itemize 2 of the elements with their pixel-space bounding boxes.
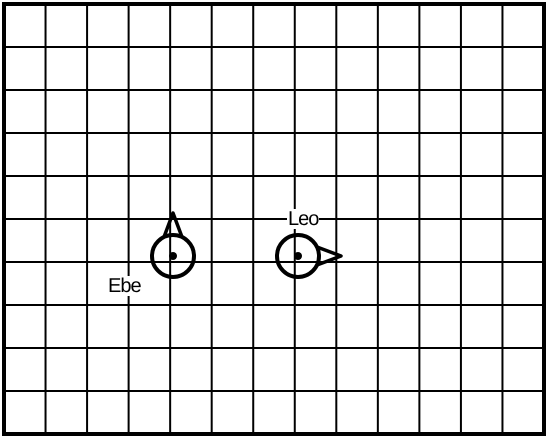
name-label: Ebe [107, 276, 142, 296]
name-label: Leo [287, 209, 320, 229]
